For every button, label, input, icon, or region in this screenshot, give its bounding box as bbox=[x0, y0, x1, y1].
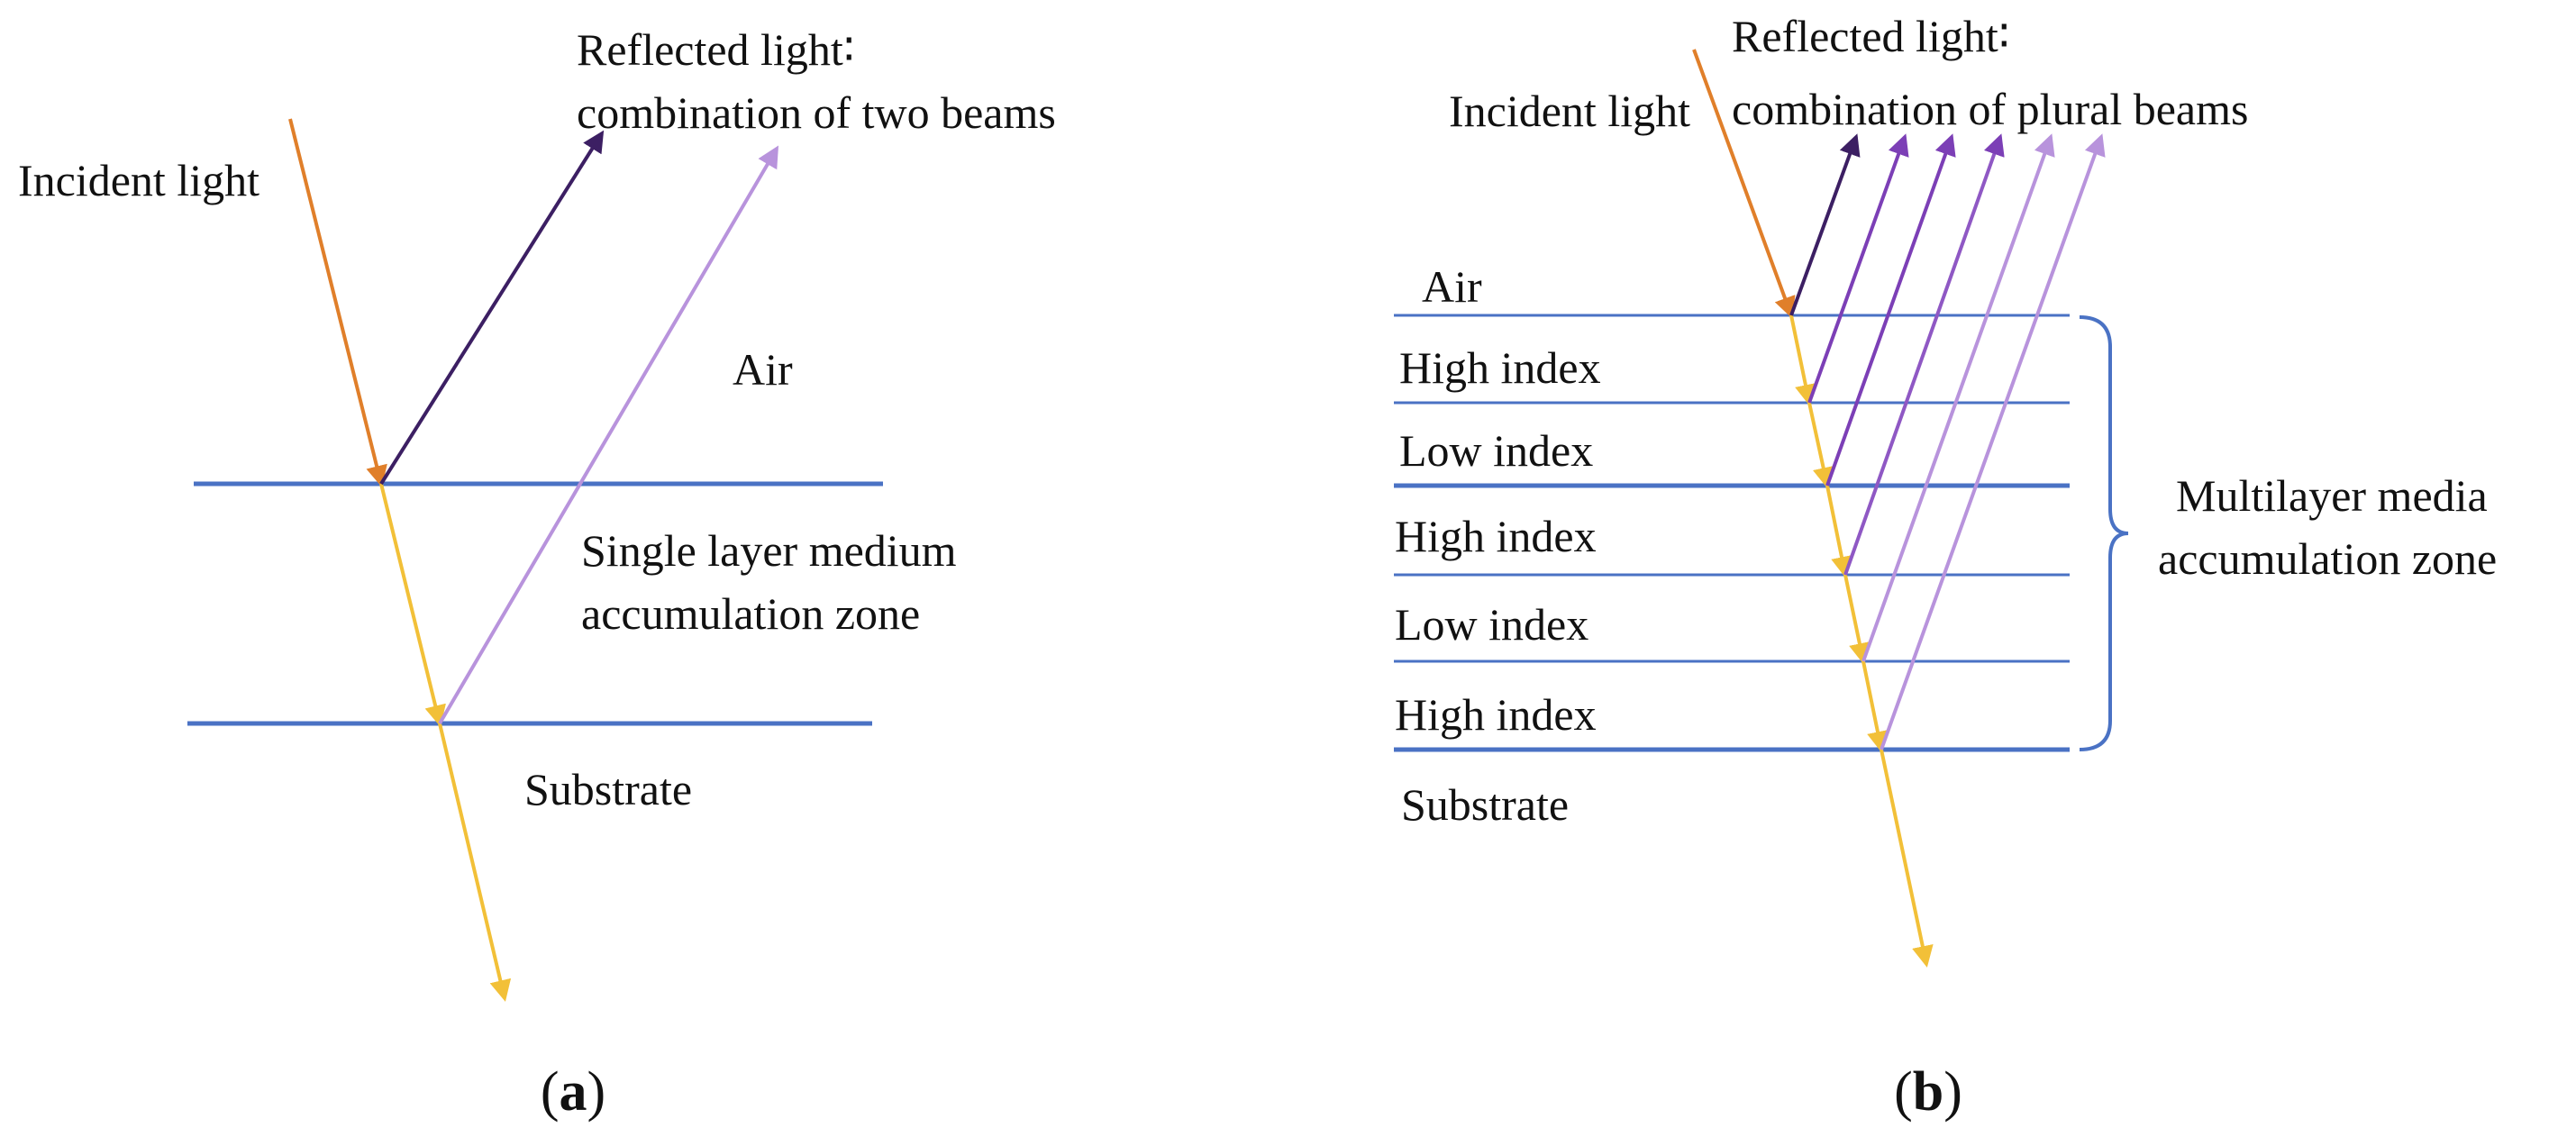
refracted-ray-in-layer bbox=[379, 483, 446, 727]
layer-label-3: High index bbox=[1395, 511, 1597, 561]
reflected-light-label-line1: Reflected light∶ bbox=[577, 24, 855, 75]
zone-label-line1: Multilayer media bbox=[2176, 470, 2488, 521]
incident-light-label: Incident light bbox=[18, 155, 259, 205]
reflected-beam-1 bbox=[379, 130, 605, 486]
reflected-beam-1 bbox=[1789, 133, 1861, 316]
layer-label-4: Low index bbox=[1395, 599, 1588, 650]
layer-label-5: High index bbox=[1395, 689, 1597, 740]
reflected-beam-5 bbox=[1861, 133, 2055, 662]
air-label: Air bbox=[733, 344, 793, 395]
reflected-beam-2 bbox=[438, 145, 779, 725]
refracted-ray-segment-3 bbox=[1825, 485, 1852, 578]
reflected-beam-3 bbox=[1825, 133, 1956, 487]
layer-label-1: High index bbox=[1399, 342, 1601, 393]
panel-a-caption: (a) bbox=[541, 1061, 605, 1123]
substrate-label: Substrate bbox=[1401, 779, 1569, 830]
panel-b-caption: (b) bbox=[1894, 1061, 1962, 1123]
reflected-beam-4 bbox=[1843, 133, 2005, 576]
reflected-light-label-line2: combination of two beams bbox=[577, 87, 1056, 138]
reflected-beam-2 bbox=[1807, 133, 1909, 404]
refracted-ray-segment-1 bbox=[1789, 314, 1816, 406]
reflected-beam-6 bbox=[1880, 133, 2106, 750]
panel-a: Incident light Reflected light∶ combinat… bbox=[18, 24, 1056, 1123]
reflected-light-label-line2: combination of plural beams bbox=[1732, 84, 2248, 134]
transmitted-ray-in-substrate bbox=[438, 723, 512, 1002]
substrate-label: Substrate bbox=[524, 764, 692, 814]
layer-label-2: Low index bbox=[1399, 425, 1593, 476]
incident-ray bbox=[288, 118, 387, 487]
refracted-ray-segment-4 bbox=[1843, 574, 1871, 665]
reflected-light-label-line1: Reflected light∶ bbox=[1732, 11, 2010, 61]
refracted-ray-segment-5 bbox=[1861, 660, 1889, 753]
panel-b: Incident light Reflected light∶ combinat… bbox=[1394, 11, 2497, 1123]
air-label: Air bbox=[1422, 261, 1482, 312]
transmitted-ray-in-substrate bbox=[1880, 749, 1934, 968]
incident-light-label: Incident light bbox=[1449, 86, 1690, 136]
refracted-ray-segment-2 bbox=[1807, 402, 1834, 489]
zone-label-line2: accumulation zone bbox=[2158, 533, 2497, 584]
single-layer-label-line1: Single layer medium bbox=[581, 525, 957, 576]
incident-ray bbox=[1692, 49, 1796, 319]
multilayer-zone-brace bbox=[2079, 315, 2129, 751]
single-layer-label-line2: accumulation zone bbox=[581, 588, 920, 639]
